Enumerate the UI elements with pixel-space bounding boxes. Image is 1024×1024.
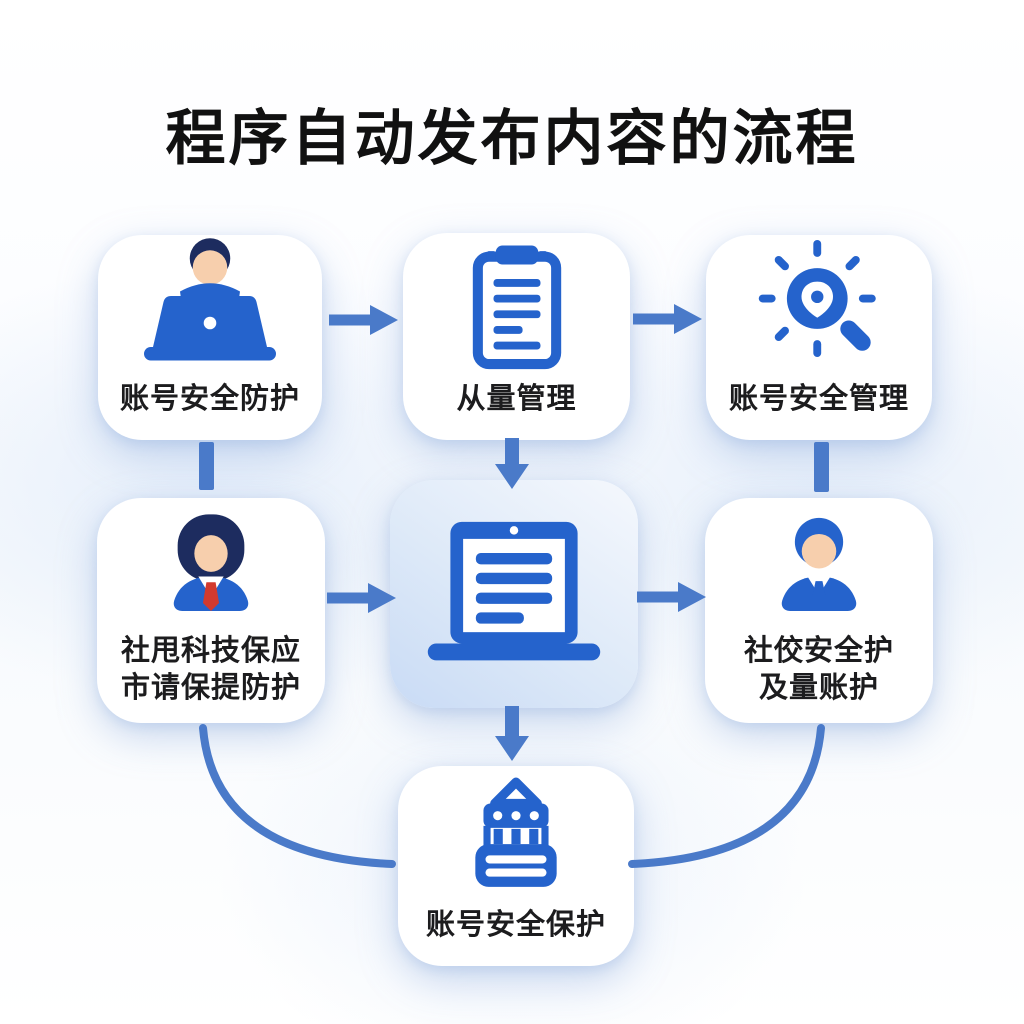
curve-connector-left [199,724,396,868]
label-line-2: 及量账护 [758,671,879,704]
male-avatar-icon [781,518,857,612]
node-social-security: 社佼安全护 及量账护 [705,498,933,723]
arrow-right-icon [329,305,398,335]
node-account-management: 账号安全管理 [706,235,932,440]
node-account-protection: 账号安全防护 [98,235,322,440]
icon-wrap [705,498,933,633]
search-location-icon [758,240,876,358]
icon-wrap [98,235,322,381]
label-line-1: 社佼安全护 [743,634,894,667]
node-account-safekeeping: 账号安全保护 [398,766,634,966]
female-avatar-icon [173,514,249,612]
node-label: 账号安全防护 [119,382,300,415]
node-label: 账号安全保护 [425,908,606,941]
label-line-2: 市请保提防护 [120,671,301,704]
icon-wrap [706,235,932,381]
arrow-right-icon [327,583,396,613]
node-label: 从量管理 [456,382,577,415]
arrow-down-icon [495,706,529,761]
node-label: 社甩科技保应 市请保提防护 [121,633,301,723]
connector-line [199,442,214,490]
node-tech-support: 社甩科技保应 市请保提防护 [97,498,325,723]
clipboard-icon [472,245,561,370]
node-content-management: 从量管理 [403,233,630,440]
icon-wrap [403,233,630,381]
user-laptop-icon [144,238,276,361]
arrow-right-icon [633,304,702,334]
node-label: 账号安全管理 [728,382,909,415]
building-icon [475,777,557,888]
page-title: 程序自动发布内容的流程 [165,105,859,172]
node-label: 社佼安全护 及量账护 [744,633,894,723]
icon-wrap [97,498,325,633]
curve-connector-right [628,724,825,868]
connector-line [814,442,829,492]
label-line-1: 社甩科技保应 [120,634,301,667]
laptop-document-icon [427,521,601,661]
node-publishing-device [390,480,638,708]
icon-wrap [390,480,638,708]
icon-wrap [398,766,634,907]
arrow-right-icon [637,582,706,612]
